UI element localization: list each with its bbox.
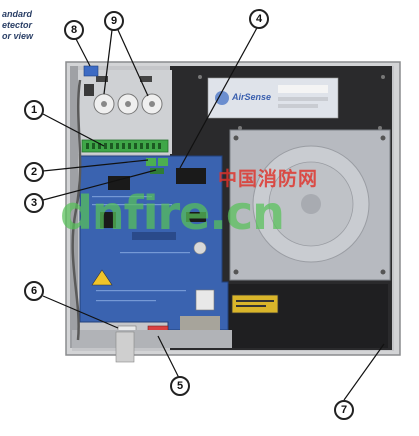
left-rail bbox=[70, 66, 78, 348]
callout-1: 1 bbox=[24, 100, 44, 120]
brand-label: AirSense bbox=[232, 92, 272, 102]
callout-2: 2 bbox=[24, 162, 44, 182]
watermark-chinese: 中国消防网 bbox=[218, 168, 319, 190]
caption-line-3: or view bbox=[2, 31, 34, 41]
top-connector bbox=[83, 65, 99, 77]
caption-line-1: andard bbox=[2, 9, 33, 19]
callout-9: 9 bbox=[104, 11, 124, 31]
callout-8: 8 bbox=[64, 20, 84, 40]
watermark-latin: dnfire.cn bbox=[60, 186, 285, 240]
callout-3: 3 bbox=[24, 193, 44, 213]
callout-7: 7 bbox=[334, 400, 354, 420]
callout-5: 5 bbox=[170, 376, 190, 396]
callout-6: 6 bbox=[24, 281, 44, 301]
caption-line-2: etector bbox=[2, 20, 33, 30]
callout-4: 4 bbox=[249, 9, 269, 29]
filter-module bbox=[226, 284, 388, 348]
